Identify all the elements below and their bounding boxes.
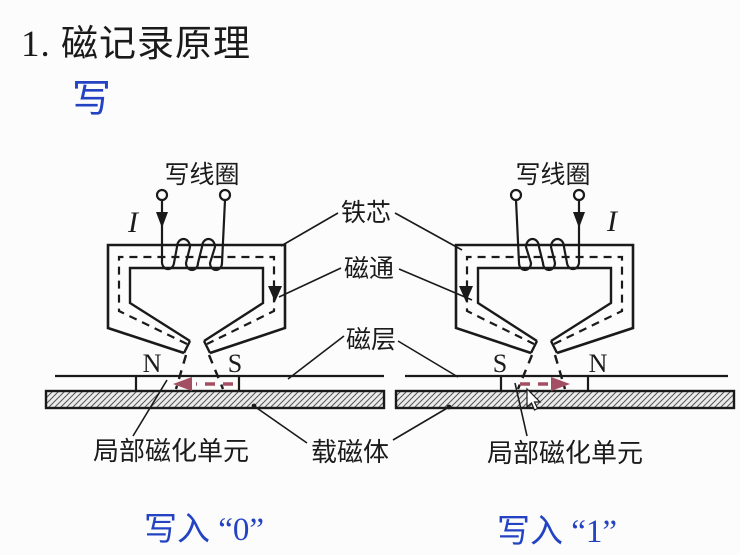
leader-line-carrier-right: [392, 406, 450, 441]
leader-line-iron-core-right: [394, 212, 463, 251]
leader-line-iron-core-left: [280, 212, 339, 247]
leader-line-cell-left: [132, 379, 168, 437]
iron-core-label: 铁芯: [341, 199, 391, 227]
magnetic-flux-label: 磁通: [344, 255, 394, 283]
cell-ticks-left: [134, 377, 241, 391]
coil-label-right: 写线圈: [515, 161, 590, 189]
pole-label-right-s: S: [493, 349, 507, 378]
leader-line-carrier-left: [253, 405, 308, 444]
leader-line-layer-right: [397, 340, 459, 378]
cell-label-left: 局部磁化单元: [93, 437, 249, 466]
left-write-head-group: 写线圈 I N S 局部磁化单元: [44, 161, 386, 466]
current-label-left: I: [127, 206, 140, 239]
mouse-cursor: [526, 387, 542, 411]
magnetic-carrier-bar-left: [44, 389, 386, 410]
caption-write-one: 写入 “1”: [497, 514, 618, 550]
leader-dot-carrier-left: [251, 403, 257, 409]
magnetic-layer-label: 磁层: [346, 326, 396, 354]
magnetic-carrier-bar-right: [394, 389, 736, 410]
right-write-head-group: 写线圈 I S N 局部磁化单元: [394, 161, 736, 468]
center-labels-group: 铁芯 磁通 磁层 载磁体: [251, 199, 473, 467]
pole-label-right-n: N: [589, 349, 608, 378]
cell-ticks-right: [499, 377, 590, 391]
coil-label-left: 写线圈: [164, 161, 239, 189]
leader-dot-carrier-right: [446, 404, 452, 410]
page-title: 1. 磁记录原理: [21, 24, 251, 65]
pole-label-left-n: N: [143, 349, 162, 378]
magnetization-arrow-head-left: [173, 377, 192, 391]
cell-label-right: 局部磁化单元: [487, 439, 643, 468]
leader-line-layer-left: [287, 335, 345, 380]
write-subtitle: 写: [72, 78, 112, 121]
magnetization-arrow-head-right: [551, 377, 570, 391]
leader-line-flux-left: [278, 267, 342, 298]
leader-line-cell-right: [514, 382, 528, 437]
current-label-right: I: [606, 205, 619, 238]
leader-line-flux-right: [398, 268, 473, 301]
caption-write-zero: 写入 “0”: [144, 512, 265, 548]
pole-label-left-s: S: [228, 349, 242, 378]
magnetic-carrier-label: 载磁体: [311, 438, 389, 467]
